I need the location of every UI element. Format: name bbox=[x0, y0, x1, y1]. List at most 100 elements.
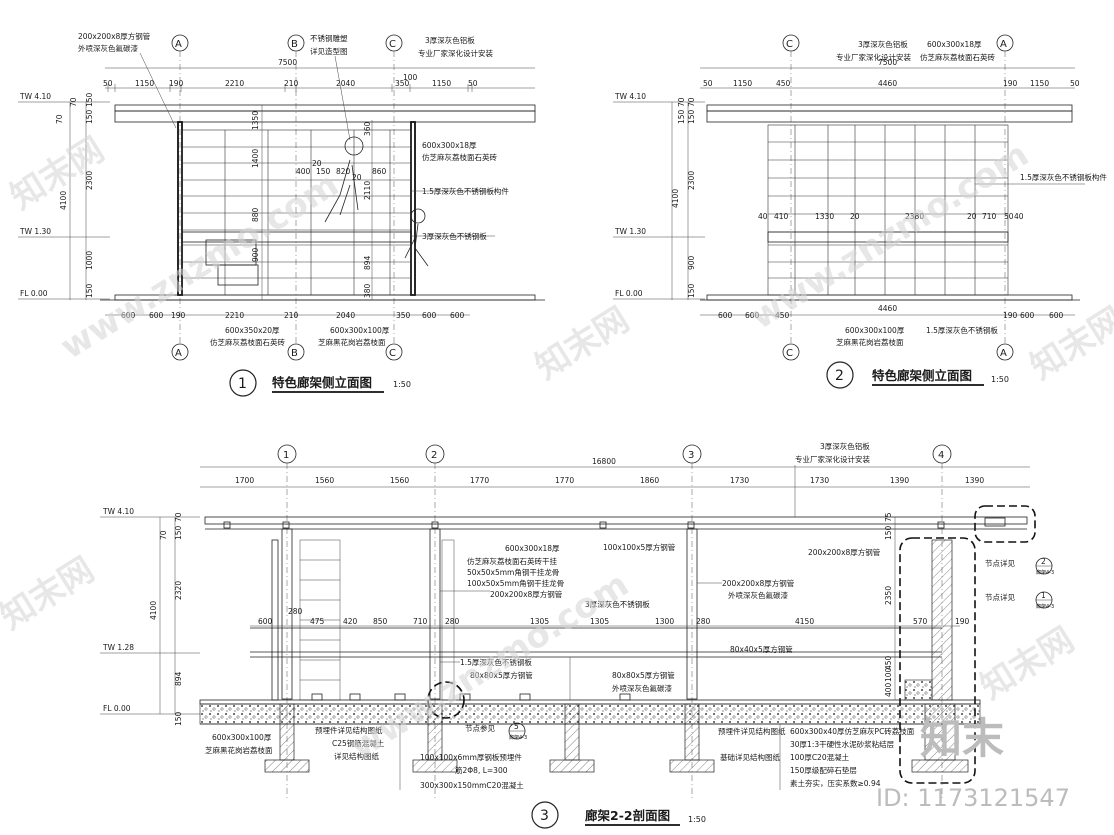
axis-bubbles-bottom: A B C bbox=[171, 343, 403, 361]
drawing-title-1: 1 特色廊架侧立面图 1:50 bbox=[229, 369, 411, 397]
mid-dim: 1300 bbox=[655, 617, 674, 626]
left-dim: 150 bbox=[85, 92, 94, 107]
right-dim: 75 bbox=[884, 512, 893, 522]
mid-dim: 850 bbox=[373, 617, 388, 626]
mid-dim: 40 bbox=[758, 212, 768, 221]
drawing-scale: 1:50 bbox=[393, 380, 411, 389]
inner-dim: 1350 bbox=[251, 111, 260, 130]
mid-dim: 420 bbox=[343, 617, 358, 626]
mid-dim: 475 bbox=[310, 617, 325, 626]
inner-dim: 360 bbox=[363, 121, 372, 136]
detail-references: 节点详见 2 廊架4-3 节点详见 1 廊架4-3 节点参见 5 廊架4-3 bbox=[465, 557, 1054, 741]
note: 80x80x5厚方钢管 bbox=[470, 670, 533, 680]
mid-dim: 4150 bbox=[795, 617, 814, 626]
note: 600x300x100厚 bbox=[845, 326, 905, 335]
mid-dim: 190 bbox=[955, 617, 970, 626]
mid-dim: 1305 bbox=[590, 617, 609, 626]
left-dim: 70 bbox=[677, 97, 686, 107]
left-dim: 150 bbox=[85, 283, 94, 298]
top-dim: 1770 bbox=[555, 476, 574, 485]
top-dim: 1390 bbox=[890, 476, 909, 485]
mid-dim: 1305 bbox=[530, 617, 549, 626]
top-dim: 1770 bbox=[470, 476, 489, 485]
bottom-dim: 600 bbox=[450, 311, 465, 320]
axis-label: A bbox=[175, 348, 182, 359]
note: 600x300x100厚 bbox=[330, 326, 390, 335]
mid-dim: 280 bbox=[445, 617, 460, 626]
watermark-site: www.znzmo.com bbox=[54, 164, 346, 367]
note: 基础详见结构图纸 bbox=[720, 752, 780, 762]
axis-label: A bbox=[1000, 39, 1007, 50]
elevation-2: 7500 50 1150 450 4460 190 1150 50 C A bbox=[613, 34, 1107, 389]
top-dim: 50 bbox=[703, 79, 713, 88]
top-dim: 1150 bbox=[733, 79, 752, 88]
mid-dim: 20 bbox=[967, 212, 977, 221]
note: 600x300x18厚 bbox=[927, 40, 982, 49]
footings bbox=[264, 703, 969, 773]
watermark-brand: 知末网 bbox=[1024, 300, 1114, 388]
note: 100x50x5mm角钢干挂龙骨 bbox=[467, 578, 564, 588]
top-dim: 50 bbox=[103, 79, 113, 88]
note: 仿芝麻灰荔枝面石英砖 bbox=[920, 52, 995, 62]
note: 200x200x8厚方钢管 bbox=[722, 578, 795, 588]
bottom-dim: 600 bbox=[1020, 311, 1035, 320]
level-marks: TW 4.10 TW 1.28 FL 0.00 bbox=[100, 507, 200, 715]
left-dim: 150 bbox=[687, 283, 696, 298]
axis-label: 2 bbox=[431, 450, 437, 461]
drawing-scale: 1:50 bbox=[688, 815, 706, 824]
axis-label: 1 bbox=[283, 450, 289, 461]
note: 节点参见 bbox=[465, 723, 495, 733]
drawing-title: 特色廊架侧立面图 bbox=[272, 375, 372, 390]
bubble-number: 5 bbox=[514, 722, 519, 731]
right-dim: 150 bbox=[884, 525, 893, 540]
bubble-number: 1 bbox=[1041, 591, 1046, 600]
left-dim: 150 bbox=[174, 525, 183, 540]
bottom-dim: 600 bbox=[745, 311, 760, 320]
top-dim: 2040 bbox=[336, 79, 355, 88]
top-dim: 4460 bbox=[878, 79, 897, 88]
elevation-1: 7500 100 50 1150 190 2210 210 2040 350 1… bbox=[18, 31, 545, 397]
inner-dim: 900 bbox=[251, 247, 260, 262]
left-dim: 150 bbox=[687, 109, 696, 124]
note: 1.5厚深灰色不锈钢板 bbox=[460, 657, 532, 667]
drawing-scale: 1:50 bbox=[991, 375, 1009, 384]
drawing-title: 廊架2-2剖面图 bbox=[585, 808, 670, 823]
level-label: TW 1.30 bbox=[19, 227, 51, 236]
note: C25钢筋混凝土 bbox=[332, 738, 385, 748]
inner-dim: 2110 bbox=[363, 181, 372, 200]
bottom-dim: 190 bbox=[1003, 311, 1018, 320]
mid-dim: 40 bbox=[1014, 212, 1024, 221]
left-dim: 150 bbox=[85, 109, 94, 124]
top-dim: 190 bbox=[1003, 79, 1018, 88]
bottom-dim: 210 bbox=[284, 311, 299, 320]
note: 300x300x150mmC20混凝土 bbox=[420, 780, 524, 790]
note: 专业厂家深化设计安装 bbox=[418, 48, 493, 58]
note: 仿芝麻灰荔枝面石英砖干挂 bbox=[467, 556, 557, 566]
title-number: 3 bbox=[540, 808, 549, 824]
right-dim: 400 bbox=[884, 682, 893, 697]
section-3: 1 2 3 4 16800 1700 1560 1560 1770 1770 1… bbox=[100, 441, 1054, 829]
note: 600x350x20厚 bbox=[225, 326, 280, 335]
top-dim: 2210 bbox=[225, 79, 244, 88]
note: 600x300x40厚仿芝麻灰PC砖荔枝面 bbox=[790, 726, 915, 736]
sculpture-figure bbox=[324, 136, 429, 267]
note: 200x200x8厚方钢管 bbox=[808, 547, 881, 557]
small-dim: 820 bbox=[336, 167, 351, 176]
left-dim: 2320 bbox=[174, 581, 183, 600]
top-dim: 350 bbox=[395, 79, 410, 88]
left-dim: 4100 bbox=[59, 191, 68, 210]
small-dim: 20 bbox=[312, 159, 322, 168]
axis-label: B bbox=[291, 39, 298, 50]
left-dim: 150 bbox=[677, 109, 686, 124]
mid-dim: 600 bbox=[258, 617, 273, 626]
note: 详见结构图纸 bbox=[334, 751, 379, 761]
note: 外喷深灰色氟碳漆 bbox=[728, 590, 788, 600]
small-dim: 860 bbox=[372, 167, 387, 176]
note: 1.5厚深灰色不锈钢板构件 bbox=[1020, 172, 1107, 182]
note: 3厚深灰色铝板 bbox=[820, 441, 870, 451]
bottom-dim: 2040 bbox=[336, 311, 355, 320]
overall-width: 7500 bbox=[278, 58, 297, 67]
note: 100x100x6mm厚钢板预埋件 bbox=[420, 752, 522, 762]
left-dim: 70 bbox=[159, 530, 168, 540]
note: 150厚级配碎石垫层 bbox=[790, 765, 857, 775]
